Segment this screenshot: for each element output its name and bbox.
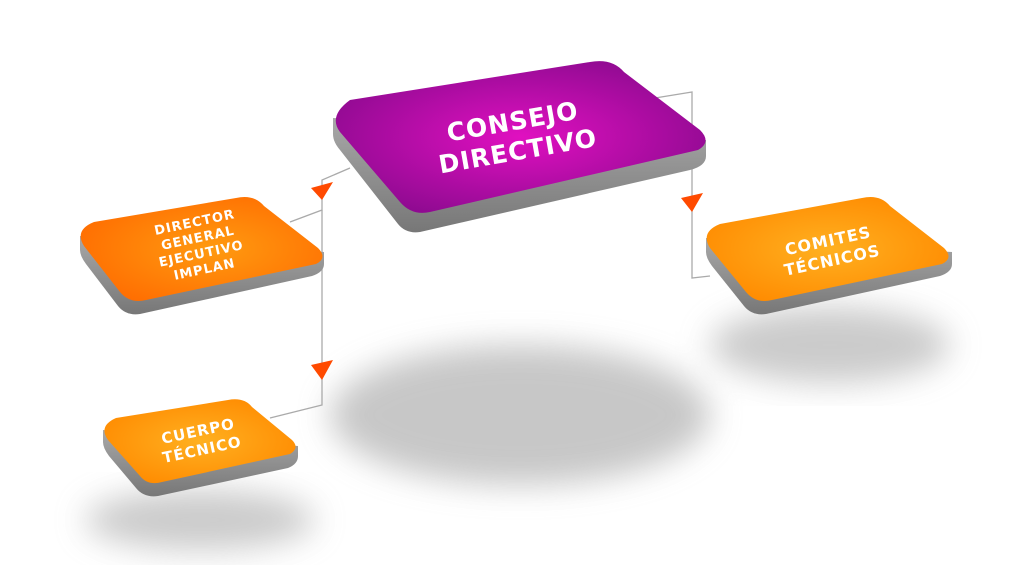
node-director-general: DIRECTOR GENERAL EJECUTIVO IMPLAN: [80, 197, 324, 315]
cuerpo-shadow: [85, 490, 315, 550]
node-cuerpo-tecnico: CUERPO TÉCNICO: [103, 399, 298, 497]
arrowheads: [311, 182, 703, 380]
cuerpo-top: [104, 399, 296, 484]
arrow-to-director: [311, 182, 333, 200]
arrow-to-cuerpo: [311, 360, 333, 380]
comites-shadow: [710, 307, 950, 383]
connector-consejo-comites: [654, 91, 711, 279]
consejo-top: [335, 61, 706, 213]
node-comites-tecnicos: COMITES TÉCNICOS: [706, 197, 952, 315]
connector-director-cuerpo: [269, 210, 323, 419]
consejo-shadow: [330, 345, 710, 485]
comites-top: [706, 197, 949, 301]
floor-shadows: [85, 307, 950, 550]
arrow-to-comites: [681, 193, 703, 212]
node-consejo-directivo: CONSEJO DIRECTIVO: [333, 61, 706, 233]
director-top: [80, 197, 323, 301]
